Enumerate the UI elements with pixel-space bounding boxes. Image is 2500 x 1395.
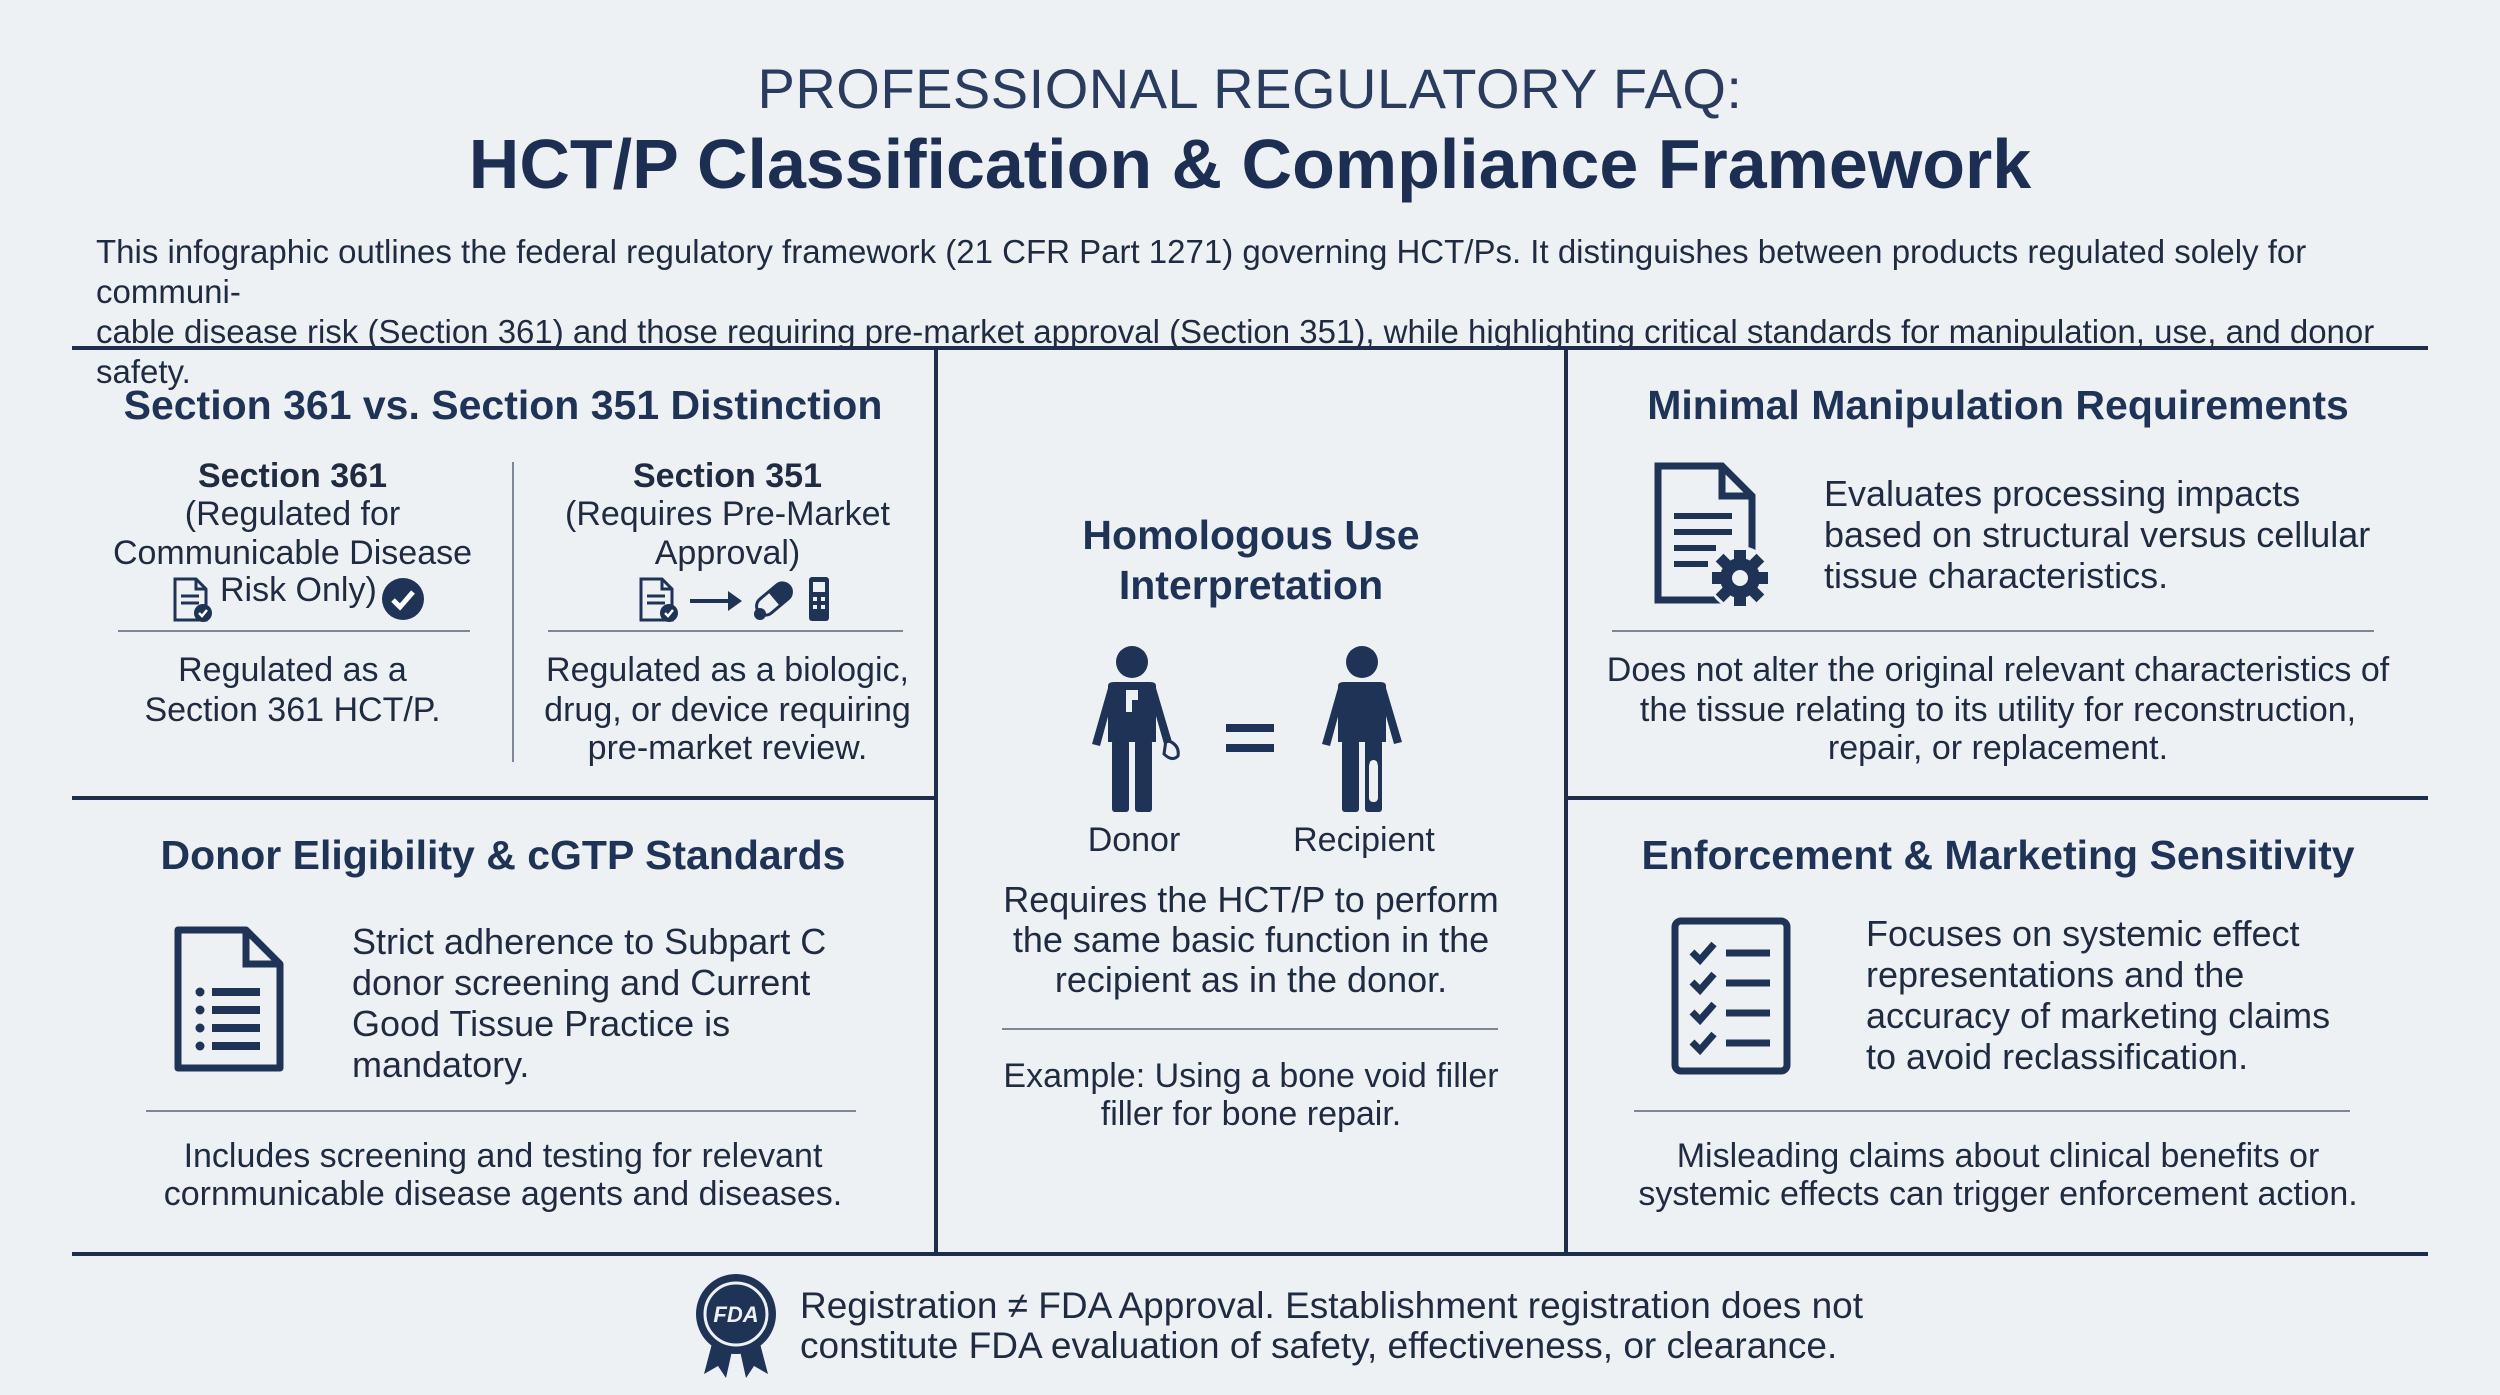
enforcement-desc: representations and the — [1866, 954, 2245, 995]
manipulation-desc: based on structural versus cellular — [1824, 514, 2371, 555]
pill-icon — [754, 581, 793, 620]
recipient-label: Recipient — [1293, 821, 1435, 859]
document-gear-icon — [1654, 462, 1770, 610]
bottom-divider — [72, 1252, 2428, 1256]
homologous-title: Interpretation — [1118, 562, 1384, 608]
homologous-desc: the same basic function in the — [1012, 919, 1490, 960]
page-title: HCT/P Classification & Compliance Framew… — [468, 125, 2032, 203]
enforcement-desc: to avoid reclassification. — [1866, 1036, 2249, 1077]
s361-sub: Risk Only) — [220, 571, 377, 609]
enforcement-divider — [1634, 1110, 2350, 1112]
manipulation-note: Does not alter the original relevant cha… — [1606, 651, 2390, 689]
homologous-divider — [1002, 1028, 1498, 1030]
document-check-icon — [173, 577, 212, 622]
document-check-icon — [639, 577, 678, 622]
homologous-example: filler for bone repair. — [1100, 1095, 1402, 1133]
column-divider-left — [934, 346, 938, 1254]
s351-desc: drug, or device requiring — [544, 691, 911, 729]
device-icon — [809, 577, 829, 621]
fda-seal-text: FDA — [713, 1302, 758, 1327]
column-divider-right — [1564, 346, 1568, 1254]
check-circle-icon — [382, 578, 424, 620]
intro-line: cable disease risk (Section 361) and tho… — [96, 313, 2375, 390]
s361-desc: Regulated as a — [178, 651, 407, 689]
s361-underline — [118, 630, 470, 632]
manipulation-divider — [1612, 630, 2374, 632]
top-divider — [72, 346, 2428, 350]
enforcement-desc: accuracy of marketing claims — [1866, 995, 2331, 1036]
arrow-right-icon — [690, 591, 742, 611]
s351-sub: Approval) — [654, 534, 801, 572]
s361-heading: Section 361 — [198, 457, 387, 495]
s351-sub: (Requires Pre-Market — [565, 495, 890, 533]
donor-label: Donor — [1087, 821, 1181, 859]
donor-note: Includes screening and testing for relev… — [183, 1137, 823, 1175]
section-column-divider — [512, 462, 514, 762]
middle-divider-right — [1566, 796, 2428, 800]
enforcement-title: Enforcement & Marketing Sensitivity — [1641, 832, 2355, 878]
intro-paragraph: This infographic outlines the federal re… — [96, 232, 2426, 392]
manipulation-note: repair, or replacement. — [1827, 729, 2169, 767]
enforcement-note: systemic effects can trigger enforcement… — [1638, 1175, 2358, 1213]
donor-note: cornmunicable disease agents and disease… — [163, 1175, 843, 1213]
s361-sub: Communicable Disease — [112, 534, 473, 572]
donor-desc: donor screening and Current — [352, 962, 811, 1003]
enforcement-desc: Focuses on systemic effect — [1866, 913, 2300, 954]
homologous-title: Homologous Use — [1082, 512, 1420, 558]
s351-desc: pre-market review. — [587, 729, 868, 767]
s361-sub: (Regulated for — [184, 495, 401, 533]
s361-desc: Section 361 HCT/P. — [144, 691, 441, 729]
donor-desc: Good Tissue Practice is — [352, 1003, 731, 1044]
middle-divider-left — [72, 796, 936, 800]
donor-figure-icon — [1092, 646, 1180, 812]
manipulation-desc: tissue characteristics. — [1824, 555, 2169, 596]
equals-icon — [1226, 724, 1274, 752]
s351-desc: Regulated as a biologic, — [546, 651, 909, 689]
footer-note: Registration ≠ FDA Approval. Establishme… — [800, 1285, 1864, 1326]
homologous-example: Example: Using a bone void filler — [1003, 1057, 1499, 1095]
checklist-icon — [1671, 917, 1791, 1075]
distinction-title: Section 361 vs. Section 351 Distinction — [123, 382, 883, 428]
manipulation-title: Minimal Manipulation Requirements — [1647, 382, 2349, 428]
intro-line: This infographic outlines the federal re… — [96, 233, 2307, 310]
footer-note: constitute FDA evaluation of safety, eff… — [800, 1325, 1838, 1366]
manipulation-desc: Evaluates processing impacts — [1824, 473, 2301, 514]
fda-seal-icon: FDA — [696, 1274, 776, 1378]
s351-heading: Section 351 — [633, 457, 822, 495]
header-overline: PROFESSIONAL REGULATORY FAQ: — [757, 57, 1743, 120]
donor-eligibility-title: Donor Eligibility & cGTP Standards — [160, 832, 846, 878]
donor-desc: mandatory. — [352, 1044, 530, 1085]
s351-underline — [548, 630, 903, 632]
homologous-desc: recipient as in the donor. — [1054, 959, 1448, 1000]
homologous-desc: Requires the HCT/P to perform — [1003, 879, 1499, 920]
manipulation-note: the tissue relating to its utility for r… — [1639, 691, 2357, 729]
document-list-icon — [174, 926, 284, 1072]
enforcement-note: Misleading claims about clinical benefit… — [1676, 1137, 2320, 1175]
recipient-figure-icon — [1322, 646, 1402, 812]
donor-desc: Strict adherence to Subpart C — [352, 921, 827, 962]
donor-divider — [146, 1110, 856, 1112]
